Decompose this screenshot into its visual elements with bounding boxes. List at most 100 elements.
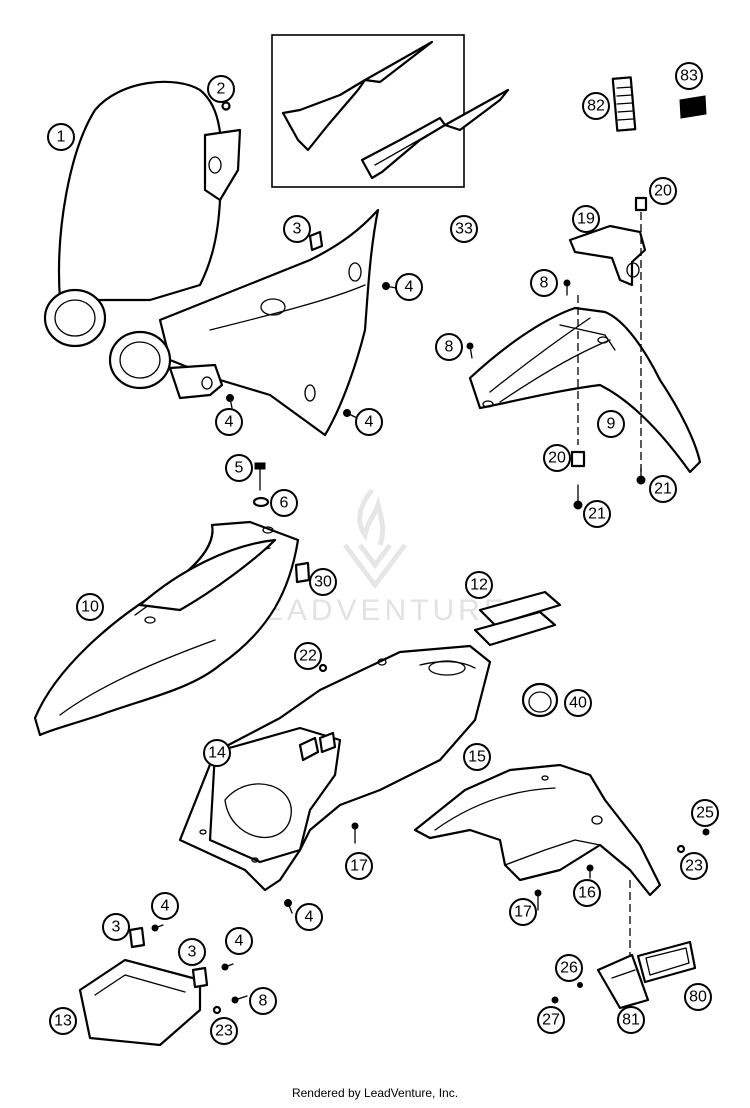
footer-credit: Rendered by LeadVenture, Inc.: [291, 1086, 459, 1100]
callout-3[interactable]: 3: [283, 215, 311, 243]
headlight-right: [108, 330, 172, 390]
callout-2[interactable]: 2: [207, 75, 235, 103]
svg-text:21: 21: [654, 481, 672, 498]
sticker-83: [679, 95, 707, 119]
screw-17-right: [534, 889, 542, 911]
screw-17-left: [351, 822, 359, 844]
callout-8[interactable]: 8: [530, 269, 558, 297]
callout-25[interactable]: 25: [691, 799, 719, 827]
fender-rib-2: [499, 339, 611, 403]
screw-4-mask-lowleft: [226, 394, 234, 409]
callout-4[interactable]: 4: [151, 892, 179, 920]
screw-8-lower: [466, 342, 474, 359]
mask-mount-bracket: [203, 128, 242, 202]
number-plate-edge: [94, 974, 186, 996]
svg-text:8: 8: [259, 993, 268, 1010]
callout-9[interactable]: 9: [597, 410, 625, 438]
velcro-strip-upper: [478, 590, 562, 627]
callout-23[interactable]: 23: [680, 852, 708, 880]
callout-40[interactable]: 40: [564, 689, 592, 717]
tank-cover-opening: [138, 538, 277, 612]
callout-10[interactable]: 10: [76, 593, 104, 621]
svg-text:22: 22: [299, 648, 317, 665]
callout-20[interactable]: 20: [543, 444, 571, 472]
svg-text:25: 25: [696, 805, 714, 822]
fender-clip-b: [318, 731, 337, 754]
svg-text:8: 8: [540, 275, 549, 292]
mudguard-rib: [434, 787, 556, 831]
rubber-cap-40-inner: [528, 691, 552, 713]
screw-8-upper: [563, 279, 571, 296]
svg-text:14: 14: [208, 745, 226, 762]
decal-line: [374, 127, 441, 166]
svg-text:80: 80: [689, 989, 707, 1006]
callout-8[interactable]: 8: [435, 333, 463, 361]
mask-grommet: [260, 298, 286, 316]
callout-19[interactable]: 19: [572, 205, 600, 233]
callout-4[interactable]: 4: [295, 903, 323, 931]
plate-bracket-81: [596, 953, 650, 1010]
callout-13[interactable]: 13: [49, 1007, 77, 1035]
svg-text:81: 81: [622, 1012, 640, 1029]
callout-12[interactable]: 12: [465, 571, 493, 599]
callout-21[interactable]: 21: [583, 500, 611, 528]
callout-80[interactable]: 80: [684, 983, 712, 1011]
callout-22[interactable]: 22: [294, 642, 322, 670]
callout-20[interactable]: 20: [649, 177, 677, 205]
speed-nut-3-right: [191, 966, 209, 989]
callout-6[interactable]: 6: [270, 489, 298, 517]
front-fender: [468, 306, 702, 474]
callout-4[interactable]: 4: [355, 408, 383, 436]
callout-82[interactable]: 82: [582, 92, 610, 120]
svg-text:17: 17: [350, 858, 368, 875]
svg-text:4: 4: [161, 898, 170, 915]
callout-3[interactable]: 3: [178, 938, 206, 966]
svg-text:40: 40: [569, 695, 587, 712]
svg-text:4: 4: [305, 909, 314, 926]
fender-rib-3: [559, 324, 616, 351]
v-logo-icon: [343, 543, 407, 590]
callout-33[interactable]: 33: [450, 215, 478, 243]
mask-grommet-2: [221, 101, 231, 111]
callout-16[interactable]: 16: [573, 879, 601, 907]
nut-27: [551, 996, 559, 1004]
callout-4[interactable]: 4: [215, 408, 243, 436]
watermark-text: LEADVENTURE: [242, 594, 508, 627]
callout-21[interactable]: 21: [649, 475, 677, 503]
callout-4[interactable]: 4: [225, 927, 253, 955]
callout-17[interactable]: 17: [345, 852, 373, 880]
headlight-mask: [43, 80, 380, 437]
bracket-81-rib: [611, 969, 636, 979]
callout-23[interactable]: 23: [210, 1017, 238, 1045]
fender-hole-1: [482, 400, 494, 408]
screw-4-mask-right: [382, 282, 397, 290]
callout-30[interactable]: 30: [309, 568, 337, 596]
tab-hole: [201, 376, 213, 390]
callout-4[interactable]: 4: [395, 273, 423, 301]
callout-15[interactable]: 15: [463, 743, 491, 771]
bolt-21-right: [636, 467, 646, 485]
callout-3[interactable]: 3: [102, 913, 130, 941]
svg-text:15: 15: [468, 749, 486, 766]
callout-5[interactable]: 5: [225, 454, 253, 482]
callout-83[interactable]: 83: [675, 62, 703, 90]
callout-26[interactable]: 26: [555, 954, 583, 982]
callout-81[interactable]: 81: [617, 1006, 645, 1034]
rear-mudguard-body: [413, 763, 662, 897]
headlight-right-inner: [119, 341, 161, 379]
bracket-hole: [208, 156, 222, 174]
nut-23-plate: [212, 1005, 222, 1015]
svg-text:16: 16: [578, 885, 596, 902]
svg-text:27: 27: [542, 1012, 560, 1029]
callout-17[interactable]: 17: [509, 898, 537, 926]
fork-bracket: [568, 224, 647, 287]
mask-side-panel: [158, 208, 380, 437]
mask-side-ridge: [209, 284, 366, 331]
decal-upper-left: [281, 78, 367, 152]
callout-1[interactable]: 1: [47, 123, 75, 151]
callout-8[interactable]: 8: [249, 987, 277, 1015]
callout-27[interactable]: 27: [537, 1006, 565, 1034]
callout-14[interactable]: 14: [203, 739, 231, 767]
